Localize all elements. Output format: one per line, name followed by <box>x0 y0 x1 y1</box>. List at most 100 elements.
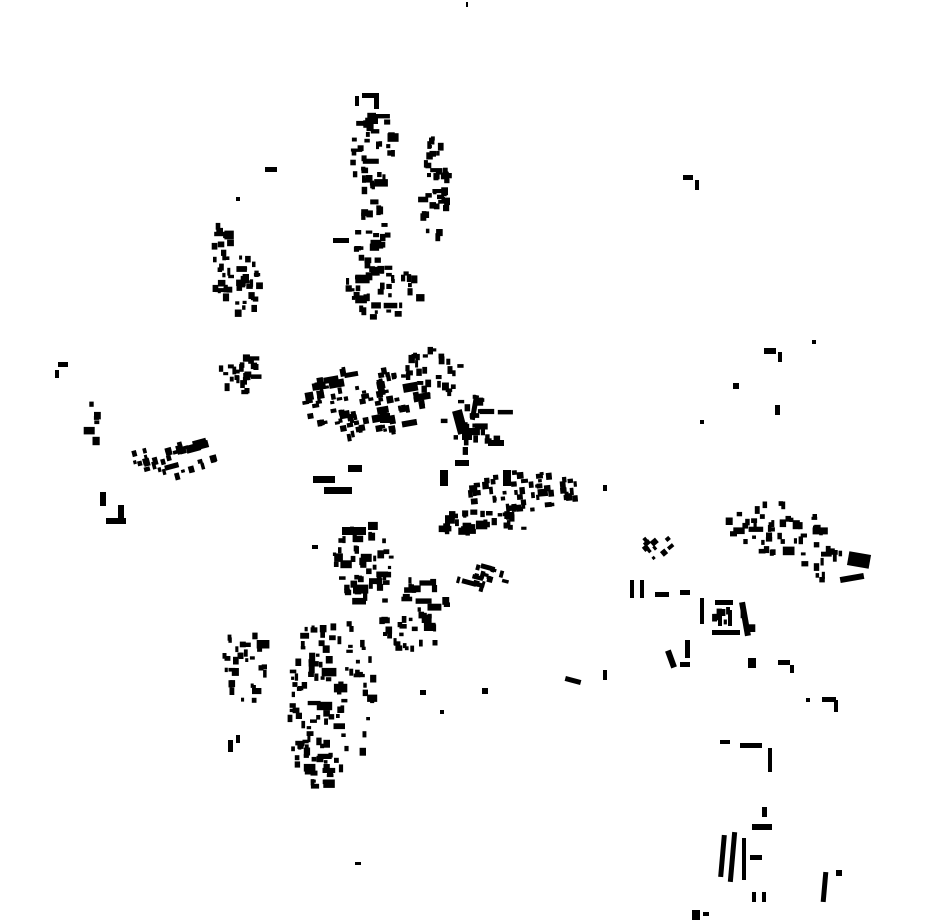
building <box>346 433 352 442</box>
building <box>739 601 751 637</box>
building <box>317 753 332 759</box>
building <box>365 175 373 181</box>
building <box>246 283 253 289</box>
building <box>294 761 301 768</box>
building <box>740 743 762 748</box>
building <box>227 364 234 369</box>
building <box>365 178 371 183</box>
building <box>470 509 478 515</box>
building <box>444 171 449 176</box>
building <box>394 397 400 402</box>
building <box>143 454 148 459</box>
building <box>445 173 452 179</box>
building <box>753 522 757 531</box>
building <box>215 222 221 230</box>
building <box>537 478 542 483</box>
building <box>361 307 367 316</box>
building <box>430 168 443 173</box>
building <box>310 627 318 633</box>
building <box>310 783 320 789</box>
building <box>373 555 377 562</box>
building <box>388 132 395 140</box>
building <box>239 255 243 260</box>
building <box>413 352 417 359</box>
building <box>355 275 362 280</box>
building <box>349 419 355 424</box>
building <box>503 522 509 527</box>
building <box>429 137 435 145</box>
building <box>481 580 486 588</box>
building <box>485 434 490 442</box>
building <box>164 462 180 471</box>
building <box>415 360 419 368</box>
building <box>469 394 480 421</box>
building <box>328 752 333 758</box>
building <box>752 824 772 830</box>
building <box>382 576 387 580</box>
building <box>362 416 370 425</box>
building <box>306 731 314 736</box>
building <box>813 542 820 548</box>
building <box>768 748 772 772</box>
building <box>497 513 503 517</box>
building <box>218 365 224 372</box>
building <box>511 470 518 476</box>
building <box>304 744 309 752</box>
building <box>219 263 224 271</box>
building <box>790 665 794 673</box>
building <box>402 593 410 597</box>
building <box>337 387 343 395</box>
building <box>416 368 422 376</box>
building <box>559 481 566 488</box>
building <box>509 514 515 522</box>
building <box>310 770 318 776</box>
building <box>360 553 372 562</box>
building <box>346 422 354 428</box>
building <box>762 807 767 817</box>
building <box>217 241 225 248</box>
building <box>508 512 515 516</box>
building <box>384 571 392 578</box>
building <box>380 424 386 429</box>
building <box>544 501 552 508</box>
building <box>314 382 320 391</box>
building <box>838 550 843 557</box>
building <box>385 395 394 404</box>
building <box>342 527 366 535</box>
building <box>427 603 442 611</box>
building <box>377 206 383 212</box>
building <box>252 261 256 268</box>
building <box>377 172 382 178</box>
building <box>718 610 722 626</box>
building <box>351 296 356 300</box>
building <box>323 760 328 764</box>
building <box>453 513 458 519</box>
building <box>224 667 228 673</box>
building <box>483 572 489 578</box>
building <box>356 120 372 126</box>
building <box>501 578 510 584</box>
building <box>438 525 446 533</box>
building <box>433 203 440 210</box>
building <box>536 483 543 489</box>
building <box>94 411 101 420</box>
building <box>461 578 477 587</box>
building <box>407 288 413 296</box>
building <box>821 551 832 557</box>
building <box>376 141 379 150</box>
building <box>339 368 346 378</box>
building <box>369 578 383 585</box>
building <box>224 656 231 661</box>
building <box>355 295 367 304</box>
building <box>572 495 579 502</box>
building <box>462 447 468 455</box>
building <box>353 414 358 421</box>
building <box>435 375 442 380</box>
building <box>473 435 478 443</box>
building <box>764 348 776 354</box>
building <box>256 640 270 649</box>
building <box>358 671 363 677</box>
building <box>449 511 456 518</box>
building <box>214 231 230 237</box>
building <box>372 564 377 570</box>
